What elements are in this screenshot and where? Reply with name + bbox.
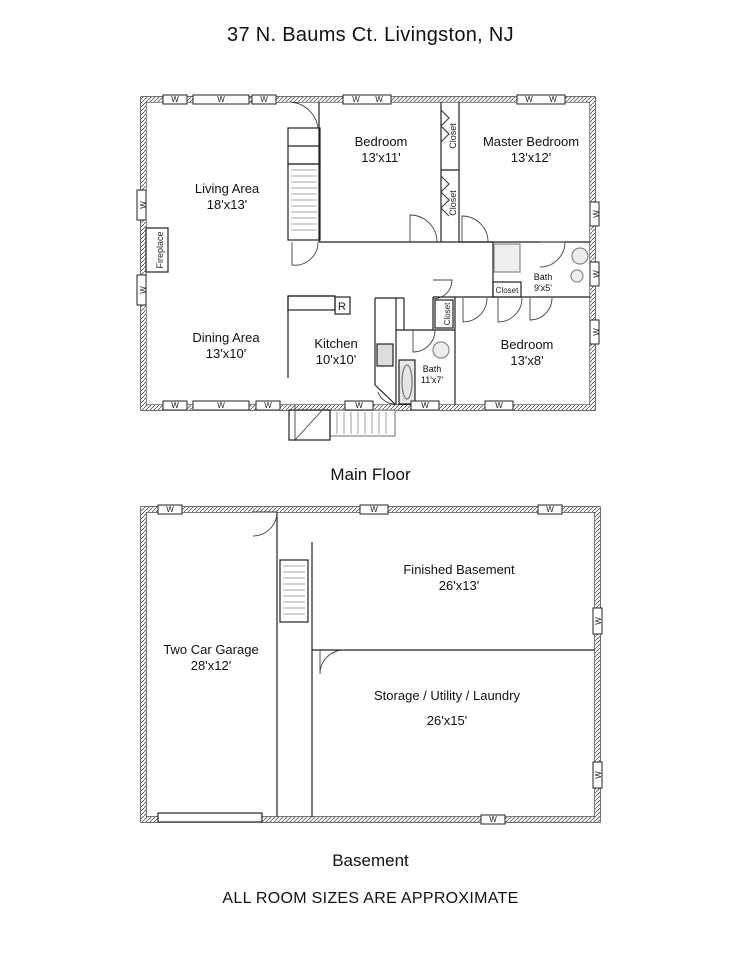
room-name: Finished Basement	[403, 562, 515, 577]
window-label: W	[546, 505, 554, 514]
room-size: 13'x11'	[361, 150, 401, 165]
window-label: W	[139, 286, 148, 294]
room-size: 11'x7'	[420, 375, 444, 385]
window-label: W	[495, 401, 503, 410]
closet-label: Closet	[448, 123, 458, 149]
fireplace-label: Fireplace	[155, 231, 165, 268]
room-bedroom-front: Bedroom 13'x11'	[355, 134, 408, 166]
room-name: Bedroom	[354, 134, 408, 149]
room-dining-area: Dining Area 13'x10'	[192, 330, 259, 362]
closet-label: Closet	[448, 190, 458, 216]
window-label: W	[171, 95, 179, 104]
disclaimer-footer: ALL ROOM SIZES ARE APPROXIMATE	[222, 890, 519, 907]
main-floor-windows	[136, 94, 600, 411]
room-size: 10'x10'	[315, 352, 357, 367]
room-name: Master Bedroom	[482, 134, 580, 149]
room-name: Living Area	[194, 181, 260, 196]
window-label: W	[355, 401, 363, 410]
closet-label: Closet	[443, 302, 452, 325]
room-size: 26'x15'	[426, 713, 468, 728]
room-two-car-garage: Two Car Garage 28'x12'	[163, 642, 258, 674]
room-size: 13'x12'	[510, 150, 552, 165]
window-label: W	[592, 328, 601, 336]
main-floor-caption: Main Floor	[330, 465, 411, 484]
window-label: W	[489, 815, 497, 824]
window-label: W	[171, 401, 179, 410]
room-name: Storage / Utility / Laundry	[374, 688, 520, 703]
basement-plan	[140, 506, 601, 823]
basement-caption: Basement	[332, 851, 409, 870]
window-label: W	[260, 95, 268, 104]
window-label: W	[375, 95, 383, 104]
room-size: 26'x13'	[438, 578, 480, 593]
room-name: Bath	[422, 364, 442, 374]
room-master-bedroom: Master Bedroom 13'x12'	[483, 134, 579, 166]
room-size: 28'x12'	[190, 658, 232, 673]
window-label: W	[370, 505, 378, 514]
room-name: Bedroom	[500, 337, 554, 352]
closet-label: Closet	[496, 286, 519, 295]
room-kitchen: Kitchen 10'x10'	[314, 336, 357, 368]
room-bedroom-rear: Bedroom 13'x8'	[501, 337, 554, 369]
room-size: 9'x5'	[534, 283, 552, 293]
basement-windows	[157, 504, 603, 825]
room-name: Bath	[533, 272, 553, 282]
window-label: W	[352, 95, 360, 104]
window-label: W	[594, 771, 603, 779]
window-label: W	[592, 270, 601, 278]
window-label: W	[421, 401, 429, 410]
room-name: Kitchen	[314, 336, 358, 351]
room-living-area: Living Area 18'x13'	[195, 181, 259, 213]
window-label: W	[139, 201, 148, 209]
room-size: 18'x13'	[206, 197, 248, 212]
room-storage-utility-laundry: Storage / Utility / Laundry 26'x15'	[374, 688, 520, 729]
window-label: W	[525, 95, 533, 104]
room-size: 13'x8'	[510, 353, 544, 368]
room-bath-hall: Bath 11'x7'	[421, 364, 443, 386]
window-label: W	[549, 95, 557, 104]
window-label: W	[217, 95, 225, 104]
room-size: 13'x10'	[205, 346, 247, 361]
page-title: 37 N. Baums Ct. Livingston, NJ	[227, 24, 514, 46]
room-name: Two Car Garage	[163, 642, 259, 657]
window-labels: W W W W W W W W W W W W W W W W W W W W …	[139, 95, 603, 824]
room-name: Dining Area	[192, 330, 260, 345]
window-label: W	[594, 617, 603, 625]
window-label: W	[264, 401, 272, 410]
window-label: W	[217, 401, 225, 410]
window-label: W	[592, 210, 601, 218]
refrigerator-label: R	[338, 301, 346, 313]
window-label: W	[166, 505, 174, 514]
room-bath-master: Bath 9'x5'	[534, 272, 553, 294]
room-finished-basement: Finished Basement 26'x13'	[403, 562, 514, 594]
